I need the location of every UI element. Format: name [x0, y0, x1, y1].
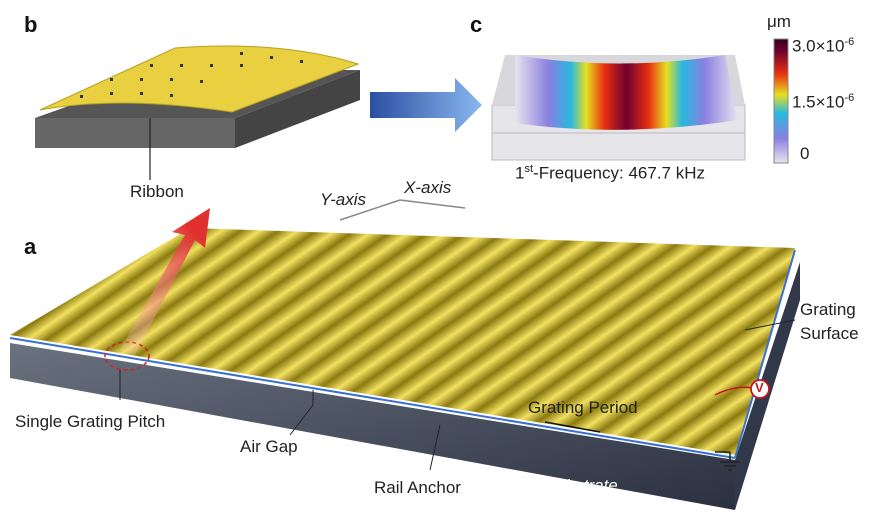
panel-c-device: [491, 55, 746, 161]
colorbar-tick-min: 0: [800, 144, 810, 163]
y-axis-label: Y-axis: [320, 190, 366, 209]
frequency-label: 1st-Frequency: 467.7 kHz: [515, 163, 705, 183]
red-arrow: [120, 208, 210, 355]
colorbar: [773, 38, 789, 164]
x-axis-label: X-axis: [404, 178, 452, 197]
voltage-source-icon: [750, 379, 770, 399]
substrate-label: Substrate: [545, 476, 618, 495]
panel-label-b: b: [24, 12, 38, 37]
colorbar-tick-mid: 1.5×10-6: [792, 92, 855, 112]
air-gap-label: Air Gap: [240, 437, 298, 456]
panel-b-device: [35, 45, 360, 180]
panel-label-a: a: [24, 234, 37, 259]
blue-arrow: [370, 78, 482, 132]
single-grating-pitch-label: Single Grating Pitch: [15, 412, 166, 431]
ground-icon: [715, 451, 740, 471]
panel-label-c: c: [470, 12, 483, 37]
ribbon-label: Ribbon: [130, 182, 184, 201]
rail-anchor-label: Rail Anchor: [374, 478, 461, 497]
voltage-label: V: [755, 380, 764, 395]
colorbar-tick-max: 3.0×10-6: [792, 36, 855, 56]
colorbar-unit: μm: [767, 12, 791, 31]
panel-a-device: [9, 199, 800, 510]
grating-period-label: Grating Period: [528, 398, 638, 417]
